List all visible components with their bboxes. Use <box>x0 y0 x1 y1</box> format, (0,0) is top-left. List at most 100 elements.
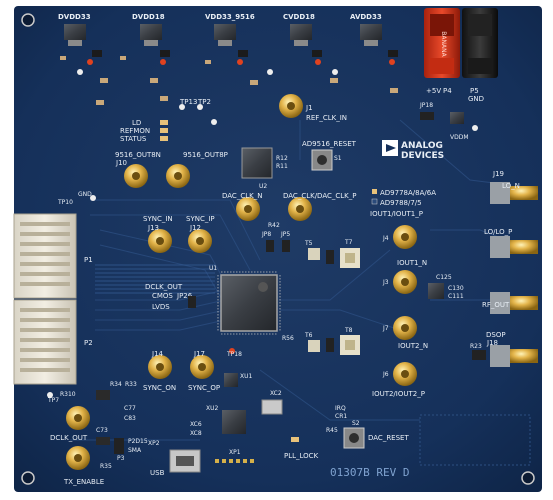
dsop-label: DSOP <box>486 331 506 339</box>
p4-label: P4 <box>443 87 452 95</box>
r11-label: R11 <box>276 163 288 170</box>
power-jack-gnd[interactable] <box>462 8 498 78</box>
rail-dvdd33-label: DVDD33 <box>58 13 91 21</box>
tp18-label: TP18 <box>226 351 242 358</box>
xc8-label: XC8 <box>190 430 202 437</box>
iout1-label: IOUT1/IOUT1_P <box>370 210 423 218</box>
pll-lock-label: PLL_LOCK <box>284 452 319 460</box>
p1-label: P1 <box>84 256 93 264</box>
small-ic <box>96 390 110 400</box>
p3-label: P3 <box>117 455 125 462</box>
balun-transformers <box>308 248 360 355</box>
c83-label: C83 <box>124 415 136 422</box>
ref-clk-in-label: REF_CLK_IN <box>306 114 347 122</box>
passives <box>60 50 398 105</box>
svg-text:DEVICES: DEVICES <box>401 151 444 161</box>
device-checkbox-1 <box>372 189 377 194</box>
c125-label: C125 <box>436 274 452 281</box>
u1-pins <box>217 271 281 335</box>
analog-devices-logo: ANALOG DEVICES <box>382 140 444 161</box>
pll-lock-led <box>291 437 299 442</box>
jp8-label: JP8 <box>261 231 271 238</box>
ad9516-reset-label: AD9516_RESET <box>302 140 357 148</box>
sma-label: SMA <box>128 447 142 454</box>
usb-label: USB <box>150 469 165 477</box>
t5-label: T5 <box>304 240 313 247</box>
r310-label: R310 <box>60 391 76 398</box>
rail-cvdd18-label: CVDD18 <box>283 13 315 21</box>
tp10-label: TP10 <box>57 199 73 206</box>
tx-enable-label: TX_ENABLE <box>63 478 104 486</box>
xu2-usb-controller <box>222 410 246 434</box>
u1-logo-mark <box>258 282 268 292</box>
out8p-label: 9516_OUT8P <box>183 151 228 159</box>
rail-dvdd18-label: DVDD18 <box>132 13 165 21</box>
part-number: 01307B REV D <box>330 466 409 479</box>
u2-label: U2 <box>259 183 267 190</box>
out8n-label: 9516_OUT8N <box>115 151 161 159</box>
r23-label: R23 <box>470 343 482 350</box>
jp26-label: JP26 <box>176 292 193 300</box>
dac-clk-p-label: DAC_CLK/DAC_CLK_P <box>283 192 356 200</box>
xp2-label: XP2 <box>148 440 160 447</box>
sync-op-label: SYNC_OP <box>188 384 220 392</box>
c130-label: C130 <box>448 285 464 292</box>
j1-label: J1 <box>305 104 313 112</box>
lo-p-label: LO/LO_P <box>484 228 512 236</box>
r56-label: R56 <box>282 335 294 342</box>
iout2-label: IOUT2/IOUT2_P <box>372 390 425 398</box>
iout1n-label: IOUT1_N <box>397 259 427 267</box>
mount-hole <box>21 13 35 27</box>
sma-connectors[interactable] <box>66 94 417 470</box>
p2d15-label: P2D15 <box>128 438 148 445</box>
p5-label: P5 <box>470 87 479 95</box>
regulators <box>64 24 382 46</box>
device-line2: AD9788/7/5 <box>380 199 422 207</box>
vddm-label: VDDM <box>450 134 469 141</box>
rf-modulator-chip <box>428 283 444 299</box>
tp2-label: TP2 <box>197 98 211 106</box>
plus5v-label: +5V <box>426 87 441 95</box>
s2-label: S2 <box>352 420 360 427</box>
device-line1: AD9778A/8A/6A <box>380 189 436 197</box>
crystal <box>261 399 283 415</box>
lo-n-label: LO_N <box>502 182 520 190</box>
pcb-substrate <box>14 6 542 492</box>
header-p1[interactable] <box>13 213 77 299</box>
jumpers[interactable] <box>188 240 334 352</box>
pin-header-xp1[interactable] <box>215 459 254 463</box>
j18-label: J18 <box>486 339 498 347</box>
t7-label: T7 <box>344 239 353 246</box>
data-bus <box>95 264 215 294</box>
gnd-rail-label: GND <box>468 95 484 103</box>
r33-label: R33 <box>125 381 137 388</box>
rail-vdd33-9516-label: VDD33_9516 <box>205 13 255 21</box>
c73-label: C73 <box>96 427 108 434</box>
header-p2[interactable] <box>13 299 77 385</box>
u1-dac-chip <box>220 274 278 332</box>
power-jack-plus5v[interactable]: BANANA <box>424 8 460 78</box>
leds <box>87 59 395 354</box>
j6-label: J6 <box>382 371 389 378</box>
j19-label: J19 <box>492 170 504 178</box>
u1-label: U1 <box>209 265 217 272</box>
jp5-label: JP5 <box>280 231 290 238</box>
gnd-tp-label: GND <box>78 191 92 198</box>
jumper-p3[interactable] <box>114 438 124 454</box>
rf-out-label: RF_OUT <box>482 301 510 309</box>
dclk-out2-label: DCLK_OUT <box>50 434 88 442</box>
r45-label: R45 <box>326 427 338 434</box>
jumper-jp18[interactable] <box>420 112 434 120</box>
vddm-regulator <box>450 112 464 124</box>
j4-label: J4 <box>382 235 389 242</box>
xp1-label: XP1 <box>229 449 241 456</box>
r42-label: R42 <box>268 222 280 229</box>
refmon-label: REFMON <box>120 127 150 135</box>
r23-part <box>472 350 486 360</box>
mount-hole <box>21 471 35 485</box>
tp7-label: TP7 <box>47 397 59 404</box>
edge-sma-connectors[interactable] <box>490 182 538 367</box>
p2-label: P2 <box>84 339 93 347</box>
rail-avdd33-label: AVDD33 <box>350 13 382 21</box>
